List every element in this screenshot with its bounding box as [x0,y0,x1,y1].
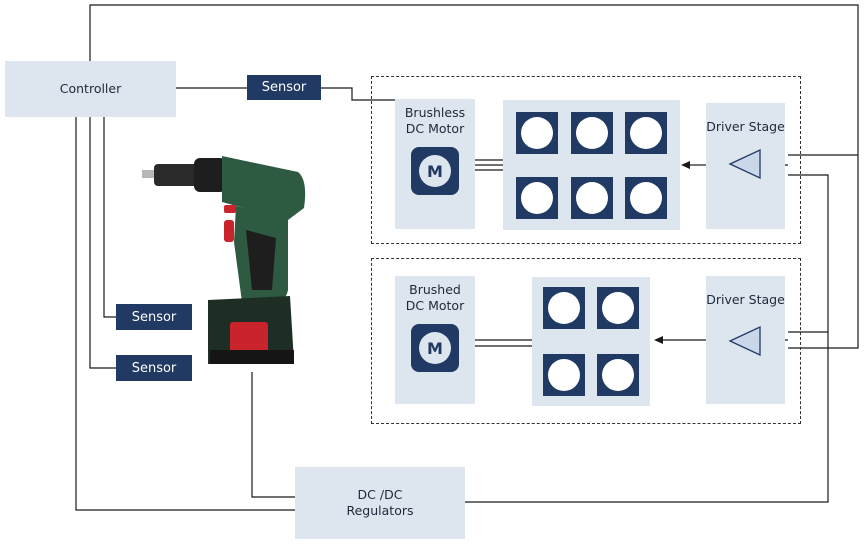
mosfet-icon [625,112,667,154]
brushed-section [371,258,801,424]
amplifier-icon [728,148,761,180]
sensor-top-label: Sensor [261,80,307,95]
wire-controller-to-regulator [75,117,295,511]
wire-regulator-to-driver-1 [465,174,829,503]
regulator-block: DC /DC Regulators [295,467,465,539]
mosfet-icon [516,112,558,154]
arrow-head-brushless [681,161,690,169]
sensor-top: Sensor [247,75,321,100]
brushless-motor-block: Brushless DC Motor M [395,99,475,229]
mosfet-icon [543,354,585,396]
sensor-left-lower: Sensor [116,355,192,381]
brushed-driver-title: Driver Stage [706,292,785,307]
wire-controller-to-brushed-driver [788,155,859,349]
motor-symbol: M [419,332,451,364]
wire-controller-to-brushless-driver [89,4,859,156]
amplifier-icon [728,325,761,357]
brushless-driver-stage: Driver Stage [706,103,785,229]
mosfet-icon [571,177,613,219]
controller-label: Controller [59,81,122,96]
wire-battery-to-regulator [251,372,295,498]
controller-block: Controller [5,61,176,117]
mosfet-icon [571,112,613,154]
brushless-driver-title: Driver Stage [706,119,785,134]
brushed-motor-title: Brushed DC Motor [405,282,465,313]
mosfet-icon [597,354,639,396]
brushed-driver-stage: Driver Stage [706,276,785,404]
sensor-left-upper-label: Sensor [131,309,177,325]
brushless-section [371,76,801,244]
mosfet-icon [597,287,639,329]
motor-icon: M [411,324,459,372]
mosfet-icon [516,177,558,219]
sensor-left-lower-label: Sensor [131,360,177,376]
brushless-motor-title: Brushless DC Motor [404,105,466,136]
wire-controller-to-sensor-lower [89,117,116,369]
motor-symbol: M [419,155,451,187]
cordless-drill-image [142,156,306,364]
wire-controller-to-sensor-upper [103,117,116,318]
mosfet-icon [625,177,667,219]
mosfet-icon [543,287,585,329]
regulator-label: DC /DC Regulators [346,487,414,518]
arrow-head-brushed [654,336,663,344]
brushed-motor-block: Brushed DC Motor M [395,276,475,404]
motor-icon: M [411,147,459,195]
sensor-left-upper: Sensor [116,304,192,330]
